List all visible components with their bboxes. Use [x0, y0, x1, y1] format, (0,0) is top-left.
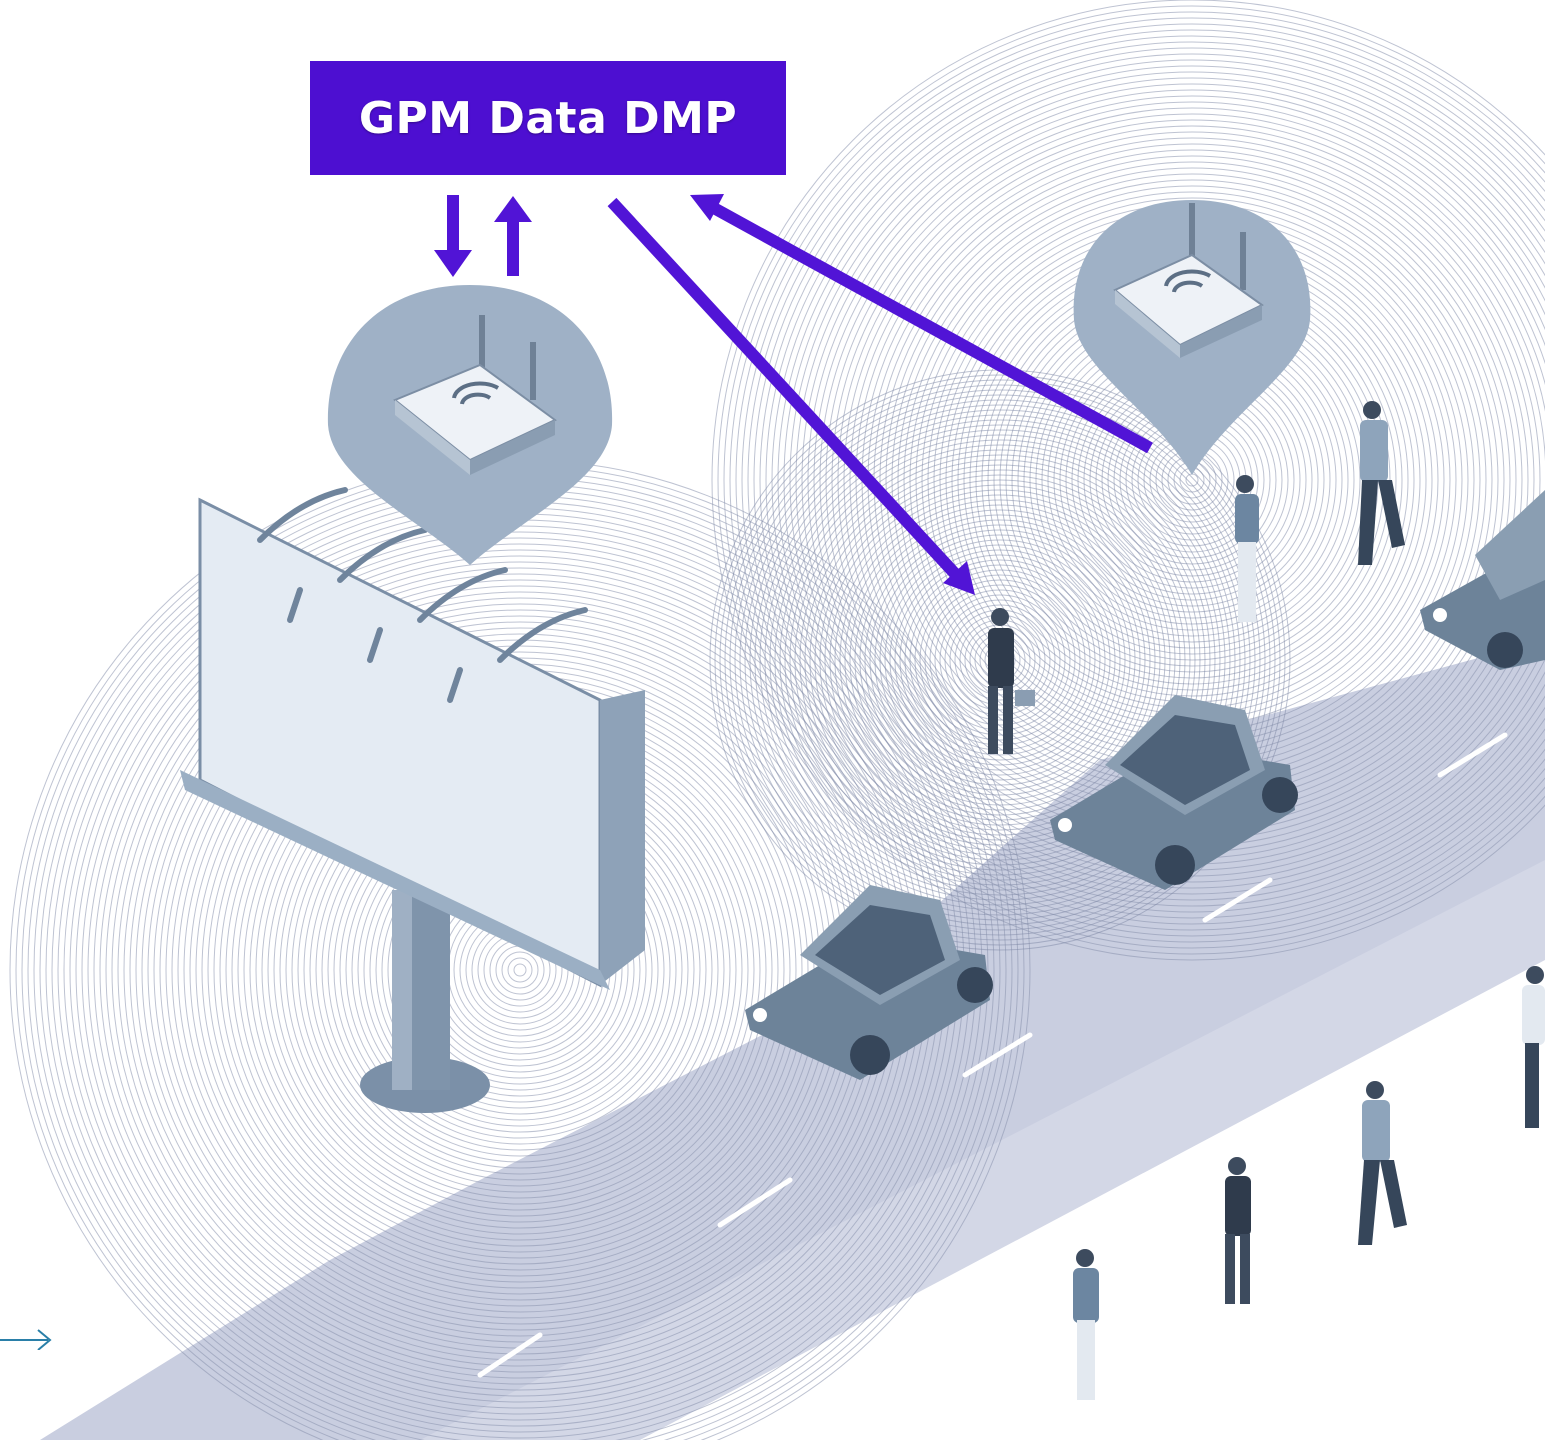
person — [1358, 1081, 1407, 1245]
signal-ring — [804, 464, 1196, 856]
signal-ring — [723, 11, 1545, 949]
signal-ring — [859, 519, 1141, 801]
signal-ring — [729, 17, 1545, 943]
signal-ring — [819, 479, 1181, 841]
arrow-router-to-dmp — [690, 194, 1153, 454]
signal-ring — [741, 29, 1545, 931]
person — [988, 608, 1035, 754]
signal-ring — [899, 559, 1101, 761]
signal-ring — [894, 554, 1106, 766]
wifi-router-icon — [1113, 203, 1264, 358]
signal-ring — [909, 569, 1091, 751]
signal-ring — [834, 494, 1166, 826]
arrow-up-to-dmp — [494, 196, 532, 276]
arrow-right-icon[interactable] — [0, 1310, 60, 1350]
signal-ring — [839, 499, 1161, 821]
signal-ring — [717, 5, 1545, 955]
signal-ring — [789, 77, 1545, 883]
signal-ring — [919, 579, 1081, 741]
signal-ring — [799, 459, 1201, 861]
dmp-label: GPM Data DMP — [358, 92, 738, 144]
signal-ring — [864, 524, 1136, 796]
signal-ring — [924, 584, 1076, 736]
signal-ring — [765, 53, 1545, 907]
signal-ring — [944, 604, 1056, 716]
person — [1225, 1157, 1251, 1304]
signal-ring — [774, 434, 1226, 886]
location-pin-icon — [1073, 200, 1311, 475]
signal-rings-person — [709, 369, 1291, 951]
signal-ring — [904, 564, 1096, 756]
signal-ring — [829, 489, 1171, 831]
signal-ring — [754, 414, 1246, 906]
dmp-box: GPM Data DMP — [310, 61, 786, 175]
signal-ring — [779, 439, 1221, 881]
signal-ring — [719, 379, 1281, 941]
signal-ring — [759, 419, 1241, 901]
signal-ring — [501, 951, 539, 989]
arrow-dmp-to-person — [607, 197, 975, 595]
signal-ring — [939, 599, 1061, 721]
signal-ring — [764, 424, 1236, 896]
signal-ring — [929, 589, 1071, 731]
road-dashes — [477, 732, 1508, 1378]
signal-ring — [724, 384, 1276, 936]
signal-ring — [934, 594, 1066, 726]
car — [745, 885, 993, 1080]
signal-ring — [874, 534, 1126, 786]
signal-ring — [759, 47, 1545, 913]
signal-ring — [869, 529, 1131, 791]
signal-ring — [849, 509, 1151, 811]
arrow-down-to-router — [434, 195, 472, 277]
wifi-router-icon — [393, 315, 557, 475]
signal-ring — [789, 449, 1211, 871]
person — [1073, 1249, 1099, 1400]
signal-ring — [854, 514, 1146, 806]
signal-ring — [769, 429, 1231, 891]
signal-ring — [795, 83, 1545, 877]
signal-ring — [784, 444, 1216, 876]
signal-ring — [783, 71, 1545, 889]
signal-ring — [809, 469, 1191, 851]
signal-ring — [747, 35, 1545, 925]
signal-ring — [814, 474, 1186, 846]
signal-ring — [513, 963, 527, 977]
signal-ring — [735, 23, 1545, 937]
signal-ring — [507, 957, 533, 983]
signal-ring — [794, 454, 1206, 866]
signal-ring — [824, 484, 1176, 836]
signal-ring — [884, 544, 1116, 776]
person — [1235, 475, 1259, 622]
person — [1358, 401, 1405, 565]
signal-ring — [714, 374, 1286, 946]
car — [1050, 695, 1298, 890]
signal-ring — [777, 65, 1545, 895]
person — [1522, 966, 1545, 1128]
signal-ring — [744, 404, 1256, 916]
signal-ring — [844, 504, 1156, 816]
signal-ring — [711, 0, 1545, 961]
signal-ring — [729, 389, 1271, 931]
signal-ring — [879, 539, 1121, 781]
signal-ring — [749, 409, 1251, 911]
data-flow-arrows — [434, 194, 1153, 595]
signal-ring — [739, 399, 1261, 921]
signal-ring — [914, 574, 1086, 746]
billboard — [180, 487, 645, 1113]
car — [1420, 490, 1545, 670]
signal-ring — [734, 394, 1266, 926]
location-pin-icon — [327, 285, 613, 565]
signal-ring — [889, 549, 1111, 771]
signal-ring — [753, 41, 1545, 919]
